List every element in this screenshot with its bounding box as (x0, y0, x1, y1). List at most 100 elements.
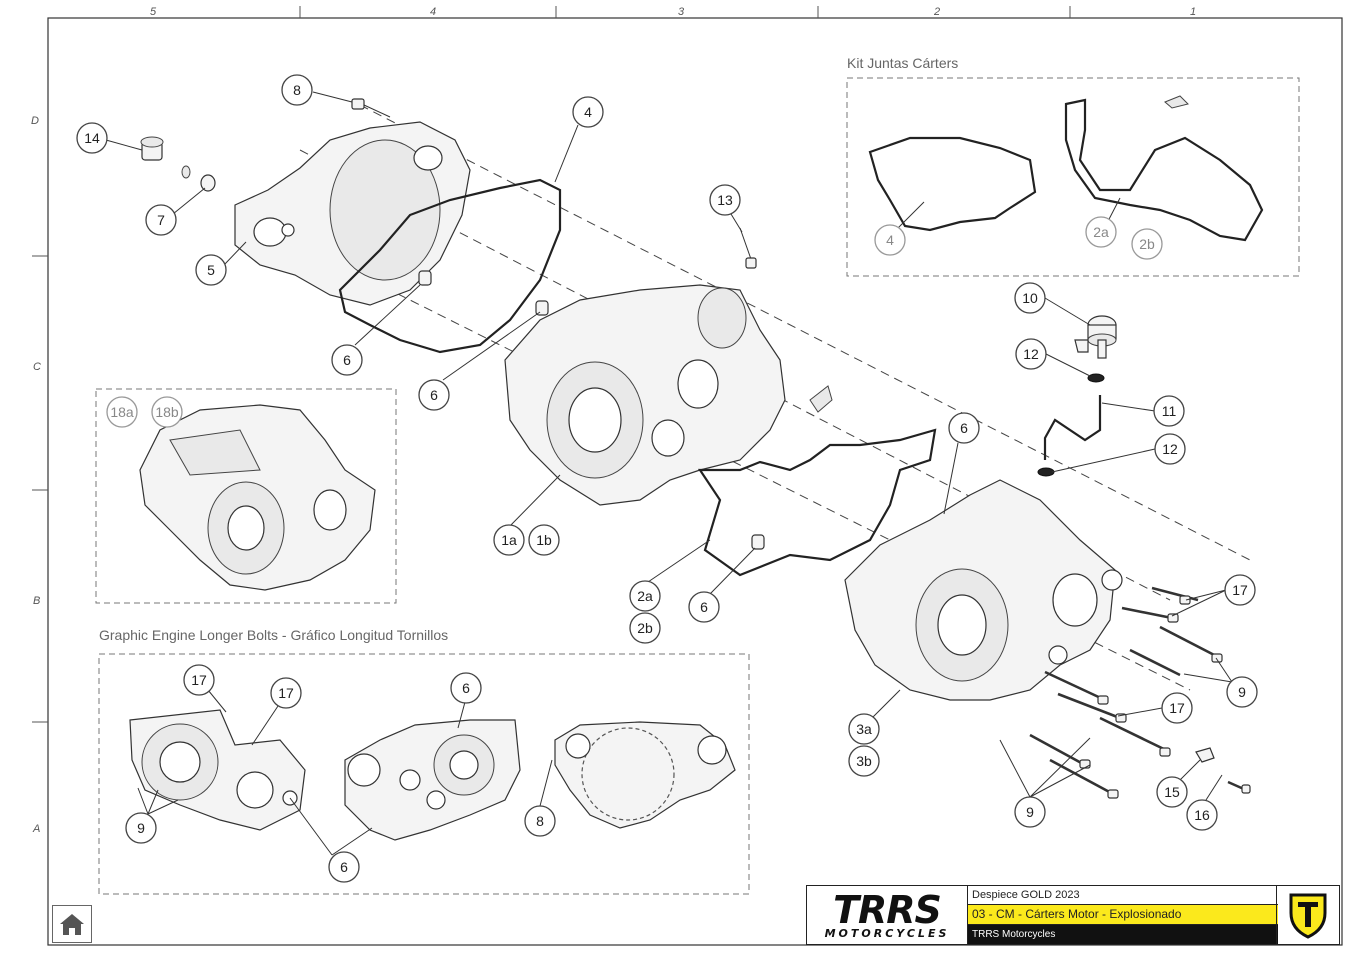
hose-clamp-part-a (1087, 373, 1105, 383)
washer-part (200, 174, 216, 192)
svg-text:17: 17 (278, 685, 294, 701)
crankcase-gasket-part (697, 428, 937, 577)
svg-text:8: 8 (293, 82, 301, 98)
svg-text:1a: 1a (501, 532, 517, 548)
hose-clamp-part-b (1037, 467, 1055, 477)
svg-text:6: 6 (343, 352, 351, 368)
cover-circle-dashed (581, 727, 675, 821)
grid-col-3: 3 (678, 6, 685, 18)
longer-bolts-box (98, 653, 750, 895)
callout-17-a: 17 (1224, 574, 1256, 606)
long-bolts-right (1029, 586, 1221, 797)
callout-2b: 2b (629, 612, 661, 644)
callout-9-a: 9 (1226, 676, 1258, 708)
callout-10: 10 (1014, 282, 1046, 314)
svg-text:16: 16 (1194, 807, 1210, 823)
svg-text:17: 17 (191, 672, 207, 688)
kit-gasket-4-drawing (868, 136, 1037, 232)
gasket-tab-part (809, 385, 833, 413)
svg-text:15: 15 (1164, 784, 1180, 800)
callout-18a: 18a (106, 396, 138, 428)
svg-text:2b: 2b (1139, 236, 1155, 252)
breather-hose-part (1043, 395, 1102, 460)
callout-kit-4: 4 (874, 224, 906, 256)
title-block-info: Despiece GOLD 2023 03 - CM - Cárters Mot… (968, 886, 1278, 944)
bolts-view-middle (344, 719, 521, 841)
svg-text:6: 6 (700, 599, 708, 615)
breather-cap-part (1074, 315, 1117, 359)
grid-ticks (32, 6, 1071, 723)
callout-14: 14 (76, 122, 108, 154)
svg-text:9: 9 (1026, 804, 1034, 820)
svg-text:7: 7 (157, 212, 165, 228)
grid-row-labels: D C B A (31, 115, 41, 835)
svg-text:2a: 2a (1093, 224, 1109, 240)
callout-6-b: 6 (418, 379, 450, 411)
grid-col-5: 5 (150, 6, 157, 18)
dowel-part-a (418, 270, 432, 286)
callout-11: 11 (1153, 395, 1185, 427)
callout-12-a: 12 (1015, 338, 1047, 370)
grid-col-2: 2 (933, 6, 940, 18)
trrs-logo: TRRS MOTORCYCLES (807, 886, 968, 944)
callout-12-b: 12 (1154, 433, 1186, 465)
home-button[interactable] (52, 905, 92, 943)
svg-text:18a: 18a (110, 404, 134, 420)
callout-kit-2b: 2b (1131, 228, 1163, 260)
svg-text:18b: 18b (155, 404, 179, 420)
grid-row-a: A (32, 823, 40, 835)
dowel-part-b (535, 300, 549, 316)
bolts-view-right (554, 721, 736, 829)
emblem (1276, 886, 1339, 944)
bolt-13-part (739, 227, 757, 269)
callout-13: 13 (709, 184, 741, 216)
callout-17-b: 17 (1161, 692, 1193, 724)
svg-text:12: 12 (1162, 441, 1178, 457)
callout-1a: 1a (493, 524, 525, 556)
svg-text:2a: 2a (637, 588, 653, 604)
bolt-8-part (351, 98, 391, 118)
callout-2a: 2a (629, 580, 661, 612)
callout-7: 7 (145, 204, 177, 236)
svg-text:11: 11 (1162, 403, 1177, 419)
grid-row-d: D (31, 115, 39, 127)
svg-text:6: 6 (340, 859, 348, 875)
home-icon (60, 914, 84, 935)
kit-gaskets-title: Kit Juntas Cárters (847, 55, 958, 71)
callout-6-c: 6 (688, 591, 720, 623)
right-crankcase-part (844, 479, 1123, 701)
svg-text:2b: 2b (637, 620, 653, 636)
callout-15: 15 (1156, 776, 1188, 808)
svg-text:1b: 1b (536, 532, 552, 548)
screw-16-part (1227, 780, 1251, 794)
drawing-title: 03 - CM - Cárters Motor - Explosionado (968, 905, 1278, 925)
kit-gaskets-box (846, 77, 1300, 277)
callout-bolts-17-b: 17 (270, 677, 302, 709)
svg-text:4: 4 (886, 232, 894, 248)
callout-3b: 3b (848, 745, 880, 777)
svg-text:13: 13 (717, 192, 733, 208)
leader-lines (105, 91, 1233, 856)
svg-text:8: 8 (536, 813, 544, 829)
svg-text:5: 5 (207, 262, 215, 278)
oring-part (181, 165, 191, 179)
callout-bolts-6-b: 6 (328, 851, 360, 883)
drain-plug-part (140, 136, 164, 161)
trrs-shield-icon (1289, 893, 1327, 939)
svg-text:12: 12 (1023, 346, 1039, 362)
callout-18b: 18b (151, 396, 183, 428)
logo-subtext: MOTORCYCLES (824, 926, 950, 940)
callout-16: 16 (1186, 799, 1218, 831)
svg-text:3a: 3a (856, 721, 872, 737)
callout-9-b: 9 (1014, 796, 1046, 828)
grid-col-1: 1 (1190, 6, 1196, 18)
svg-text:10: 10 (1022, 290, 1038, 306)
callout-4: 4 (572, 96, 604, 128)
grid-col-4: 4 (430, 6, 436, 18)
kit-gasket-tab (1164, 95, 1189, 109)
title-block: TRRS MOTORCYCLES Despiece GOLD 2023 03 -… (806, 885, 1340, 945)
svg-text:6: 6 (960, 420, 968, 436)
sheet-border (47, 17, 1343, 946)
svg-text:4: 4 (584, 104, 592, 120)
